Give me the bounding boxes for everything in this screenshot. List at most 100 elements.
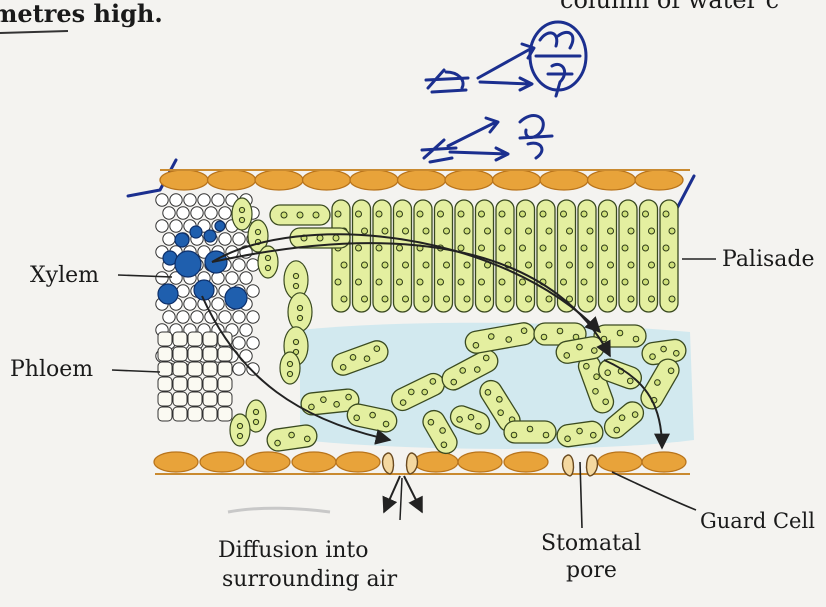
palisade-cell [496,200,514,312]
chloroplast [526,228,532,234]
chloroplast [335,279,341,285]
phloem-cell [203,407,217,421]
upper-epidermis-cell [635,170,683,190]
upper-epidermis-cell [255,170,303,190]
chloroplast [255,229,260,234]
chloroplast [663,211,669,217]
chloroplast [376,279,382,285]
phloem-cell [173,377,187,391]
chloroplast [546,296,552,302]
upper-epidermis-cell [398,170,446,190]
chloroplast [628,228,634,234]
chloroplast [397,279,403,285]
bundle-cell [240,272,252,284]
faint-background-mark [228,508,330,512]
guard-cell [383,453,394,474]
bundle-cell [240,324,252,336]
chloroplast [669,228,675,234]
phloem-cell [188,332,202,346]
chloroplast [293,273,298,278]
chloroplast [590,432,596,438]
chloroplast [346,394,352,400]
phloem-cell [188,362,202,376]
chloroplast [576,428,582,434]
chloroplast [608,262,614,268]
bundle-cell [198,194,210,206]
chloroplast [356,245,362,251]
chloroplast [617,330,623,336]
chloroplast [543,432,549,438]
chloroplast [499,211,505,217]
chloroplast [237,433,242,438]
spongy-cell [504,421,556,443]
chloroplast [527,426,533,432]
chloroplast [602,245,608,251]
chloroplast [444,228,450,234]
phloem-cell [173,362,187,376]
upper-epidermis-cell [588,170,636,190]
palisade-cell [435,200,453,312]
upper-epidermis-cell [445,170,493,190]
chloroplast [526,262,532,268]
bundle-cell [233,233,245,245]
chloroplast [622,279,628,285]
phloem-cell [203,332,217,346]
bundle-cell [233,363,245,375]
phloem-cell [218,347,232,361]
bundle-cell [170,194,182,206]
lower-epidermis-cell [642,452,686,472]
chloroplast [608,228,614,234]
bundle-cell [205,207,217,219]
top-underline [0,31,68,33]
phloem-cell [173,392,187,406]
chloroplast [540,211,546,217]
chloroplast [341,296,347,302]
phloem-cell [173,347,187,361]
chloroplast [293,339,298,344]
bundle-cell [177,311,189,323]
bundle-cell [156,272,168,284]
chloroplast [356,279,362,285]
chloroplast [581,211,587,217]
phloem-cell [203,377,217,391]
palisade-cell [640,200,658,312]
chloroplast [397,245,403,251]
bundle-cell [233,311,245,323]
chloroplast [546,228,552,234]
chloroplast [297,305,302,310]
palisade-cell [599,200,617,312]
chloroplast [341,262,347,268]
chloroplast [561,211,567,217]
xylem-vessel [190,226,202,238]
xylem-vessel [225,287,247,309]
chloroplast [362,262,368,268]
chloroplast [505,228,511,234]
phloem-cell [158,347,172,361]
bundle-cell [163,311,175,323]
phloem-cell [218,407,232,421]
bundle-cell [163,207,175,219]
palisade-cell [619,200,637,312]
palisade-label: Palisade [722,247,815,272]
chloroplast [288,432,294,438]
chloroplast [564,436,570,442]
chloroplast [608,296,614,302]
chloroplast [369,412,376,419]
phloem-cell [158,392,172,406]
palisade-cell [537,200,555,312]
upper-epidermis-cell [493,170,541,190]
chloroplast [499,279,505,285]
palisade-cell [414,200,432,312]
spongy-cell [266,424,319,453]
chloroplast [505,336,511,342]
lower-epidermis-cell [292,452,336,472]
palisade-cell [517,200,535,312]
phloem-cell [188,347,202,361]
chloroplast [628,262,634,268]
chloroplast [669,262,675,268]
bundle-sheath-cell [288,293,312,331]
lower-epidermis-cell [598,452,642,472]
chloroplast [356,211,362,217]
phloem-cell [188,377,202,391]
bundle-sheath-cell [230,414,250,446]
